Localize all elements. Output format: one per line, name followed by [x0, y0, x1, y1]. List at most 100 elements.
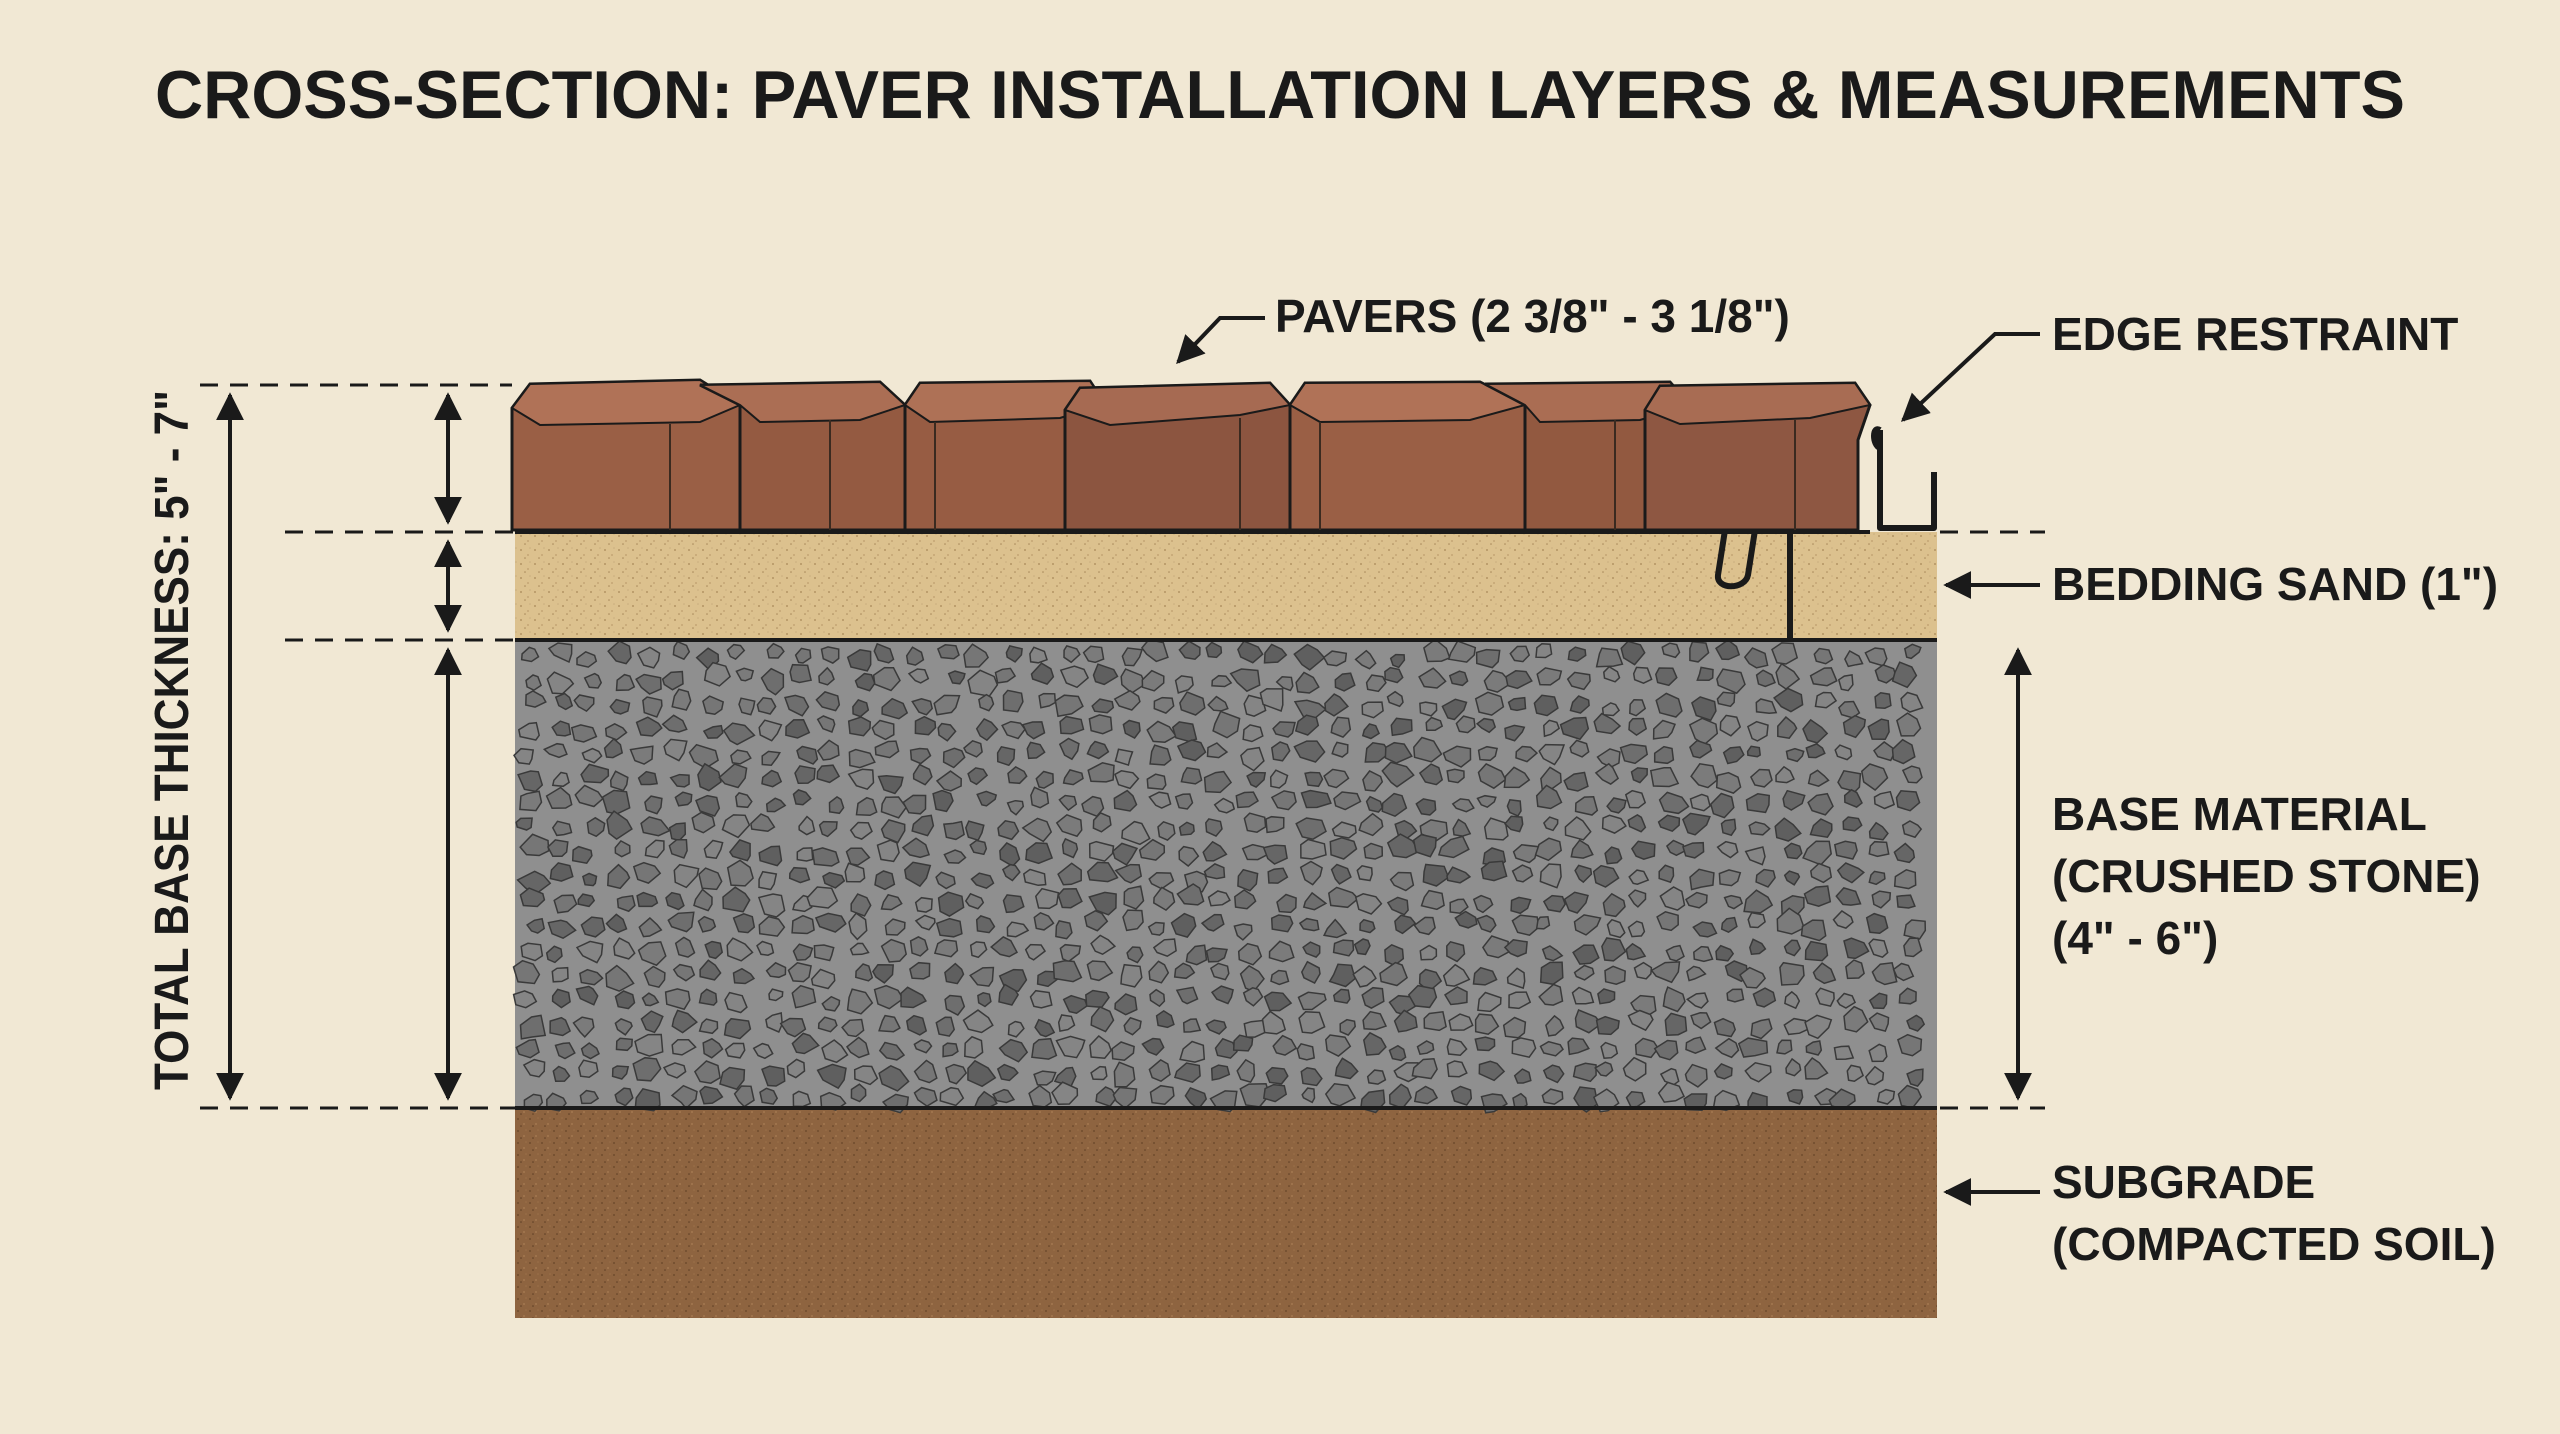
- stone-chip: [1658, 791, 1690, 815]
- stone-chip: [1034, 887, 1060, 910]
- stone-chip: [1720, 916, 1738, 934]
- stone-chip: [636, 891, 659, 908]
- stone-chip: [1503, 766, 1531, 789]
- stone-chip: [1123, 885, 1145, 910]
- stone-chip: [818, 666, 835, 686]
- stone-chip: [702, 724, 724, 739]
- stone-chip: [611, 1065, 630, 1080]
- stone-chip: [614, 990, 636, 1010]
- stone-chip: [905, 1014, 928, 1036]
- stone-chip: [663, 738, 688, 762]
- stone-chip: [614, 839, 631, 858]
- stone-chip: [1871, 890, 1892, 909]
- stone-chip: [1893, 868, 1917, 890]
- stone-chip: [820, 646, 840, 664]
- stone-chip: [784, 694, 810, 717]
- stone-chip: [1057, 888, 1083, 909]
- stone-chip: [1146, 773, 1167, 790]
- stone-chip: [1539, 863, 1562, 889]
- stone-chip: [1330, 716, 1352, 738]
- stone-chip: [964, 1035, 984, 1059]
- stone-chip: [1322, 650, 1348, 667]
- stone-chip: [1779, 961, 1805, 986]
- stone-chip: [796, 745, 819, 765]
- stone-chip: [575, 940, 604, 964]
- stone-chip: [900, 986, 927, 1009]
- stone-chip: [1418, 667, 1447, 689]
- stone-chip: [1021, 721, 1046, 740]
- stone-chip: [665, 891, 685, 911]
- stone-chip: [1242, 724, 1264, 743]
- stone-chip: [1475, 717, 1497, 734]
- stone-chip: [549, 862, 574, 882]
- stone-chip: [1604, 965, 1626, 985]
- stone-chip: [969, 839, 988, 856]
- stone-chip: [1709, 792, 1735, 819]
- stone-chip: [1272, 721, 1296, 738]
- stone-chip: [579, 968, 604, 986]
- stone-chip: [1723, 894, 1744, 910]
- stone-chip: [1601, 814, 1627, 834]
- stone-chip: [1270, 969, 1290, 986]
- stone-chip: [1141, 1037, 1165, 1056]
- stone-chip: [1664, 1012, 1688, 1036]
- stone-chip: [662, 1062, 687, 1079]
- stone-chip: [722, 886, 751, 913]
- stone-chip: [937, 891, 965, 917]
- stone-chip: [1603, 665, 1621, 683]
- stone-chip: [1630, 840, 1656, 860]
- stone-chip: [1813, 647, 1834, 665]
- stone-chip: [975, 915, 996, 934]
- stone-chip: [1331, 741, 1349, 758]
- stone-chip: [1655, 692, 1683, 718]
- stone-chip: [1891, 661, 1918, 689]
- stone-chip: [1413, 1085, 1439, 1105]
- stone-chip: [1063, 645, 1081, 664]
- stone-chip: [580, 763, 610, 784]
- stone-chip: [873, 984, 905, 1010]
- stone-chip: [1059, 715, 1085, 735]
- stone-chip: [1845, 959, 1865, 980]
- stone-chip: [1868, 840, 1890, 858]
- stone-chip: [1534, 837, 1563, 862]
- stone-chip: [1624, 789, 1647, 809]
- stone-chip: [794, 647, 812, 664]
- stone-chip: [1868, 992, 1888, 1010]
- stone-chip: [1478, 1060, 1506, 1082]
- stone-chip: [1515, 745, 1539, 763]
- stone-chip: [634, 1087, 661, 1112]
- stone-chip: [1513, 1068, 1532, 1084]
- stone-chip: [1602, 892, 1626, 918]
- stone-chip: [1389, 871, 1415, 892]
- stone-chip: [1294, 714, 1320, 736]
- stone-chip: [761, 1065, 786, 1087]
- stone-chip: [673, 863, 700, 889]
- stone-chip: [1022, 868, 1047, 887]
- stone-chip: [1572, 1062, 1597, 1083]
- stone-chip: [1234, 889, 1257, 910]
- stone-chip: [1114, 993, 1138, 1016]
- stone-chip: [1726, 988, 1745, 1003]
- stone-chip: [1511, 914, 1540, 937]
- stone-chip: [547, 919, 577, 940]
- stone-chip: [1755, 698, 1778, 715]
- stone-chip: [1771, 642, 1799, 665]
- stone-chip: [1842, 714, 1867, 739]
- stone-chip: [992, 1088, 1016, 1104]
- stone-chip: [1800, 919, 1827, 942]
- stone-chip: [816, 715, 836, 733]
- stone-chip: [1300, 789, 1332, 809]
- stone-chip: [1743, 889, 1774, 914]
- stone-chip: [1684, 1063, 1708, 1088]
- stone-chip: [936, 644, 960, 660]
- stone-chip: [1388, 1044, 1407, 1062]
- stone-chip: [786, 1058, 806, 1079]
- stone-chip: [1178, 845, 1200, 867]
- stone-chip: [615, 673, 636, 692]
- stone-chip: [702, 1037, 724, 1059]
- stone-chip: [1006, 921, 1030, 938]
- stone-chip: [697, 915, 717, 933]
- stone-chip: [1566, 671, 1591, 691]
- stone-chip: [1716, 840, 1739, 859]
